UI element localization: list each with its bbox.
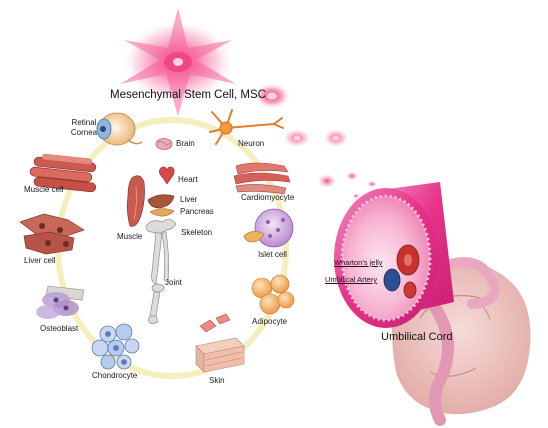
label-skeleton: Skeleton: [181, 228, 213, 237]
label-liver: Liver: [180, 195, 198, 204]
islet-cell-illustration: [243, 208, 294, 248]
liver-cell-illustration: [19, 213, 85, 255]
eye-illustration: [96, 112, 143, 146]
label-umbilical-artery: Umbilical Artery: [325, 275, 378, 284]
msc-small-cell: [255, 84, 289, 108]
muscle-cell-illustration: [29, 153, 97, 193]
label-muscle: Muscle: [117, 232, 143, 241]
cardiomyocyte-illustration: [233, 162, 291, 195]
label-heart: Heart: [178, 175, 198, 184]
label-osteoblast: Osteoblast: [40, 324, 79, 333]
chondrocyte-illustration: [91, 323, 140, 370]
label-cornea: Cornea: [70, 128, 98, 137]
label-cardiomyocyte: Cardiomyocyte: [241, 193, 295, 202]
skin-illustration: [195, 313, 245, 373]
msc-star-cell: [120, 8, 236, 116]
liver-illustration: [147, 194, 175, 209]
label-brain: Brain: [176, 139, 195, 148]
neuron-illustration: [209, 109, 284, 145]
label-chondrocyte: Chondrocyte: [92, 371, 138, 380]
label-liver-cell: Liver cell: [24, 256, 56, 265]
label-pancreas: Pancreas: [180, 207, 214, 216]
label-neuron: Neuron: [238, 139, 265, 148]
differentiation-cycle-ring: [55, 117, 289, 379]
label-muscle-cell: Muscle cell: [24, 185, 64, 194]
heart-illustration: [159, 166, 175, 185]
muscle-illustration: [126, 175, 145, 227]
pancreas-illustration: [149, 208, 175, 217]
osteoblast-illustration: [36, 285, 85, 319]
label-skin: Skin: [209, 376, 225, 385]
brain-illustration: [155, 138, 173, 150]
umbilical-cord-illustration: [334, 182, 500, 426]
adipocyte-illustration: [251, 274, 295, 315]
diagram-title: Mesenchymal Stem Cell, MSC: [110, 89, 266, 101]
label-whartons-jelly: Wharton's jelly: [334, 258, 383, 267]
label-islet-cell: Islet cell: [258, 250, 287, 259]
label-retinal: Retinal: [71, 118, 97, 127]
label-joint: Joint: [165, 278, 182, 287]
msc-trail-cells: [285, 130, 376, 199]
skeleton-illustration: [145, 219, 177, 325]
label-umbilical-cord: Umbilical Cord: [381, 331, 453, 343]
label-adipocyte: Adipocyte: [252, 317, 288, 326]
